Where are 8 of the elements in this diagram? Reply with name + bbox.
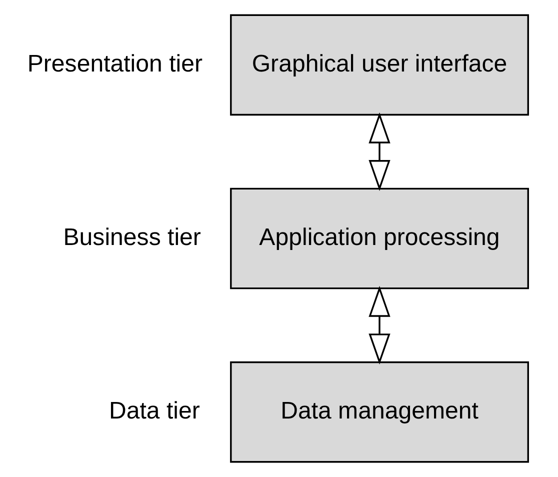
arrow (368, 286, 390, 365)
node-label: Data tier (108, 397, 200, 424)
node-box: Graphical user interface (230, 14, 529, 116)
arrow (368, 112, 390, 191)
node-label: Business tier (63, 224, 201, 251)
node-box: Data management (230, 361, 529, 463)
node-box: Application processing (230, 188, 529, 290)
node-label: Presentation tier (27, 50, 202, 78)
